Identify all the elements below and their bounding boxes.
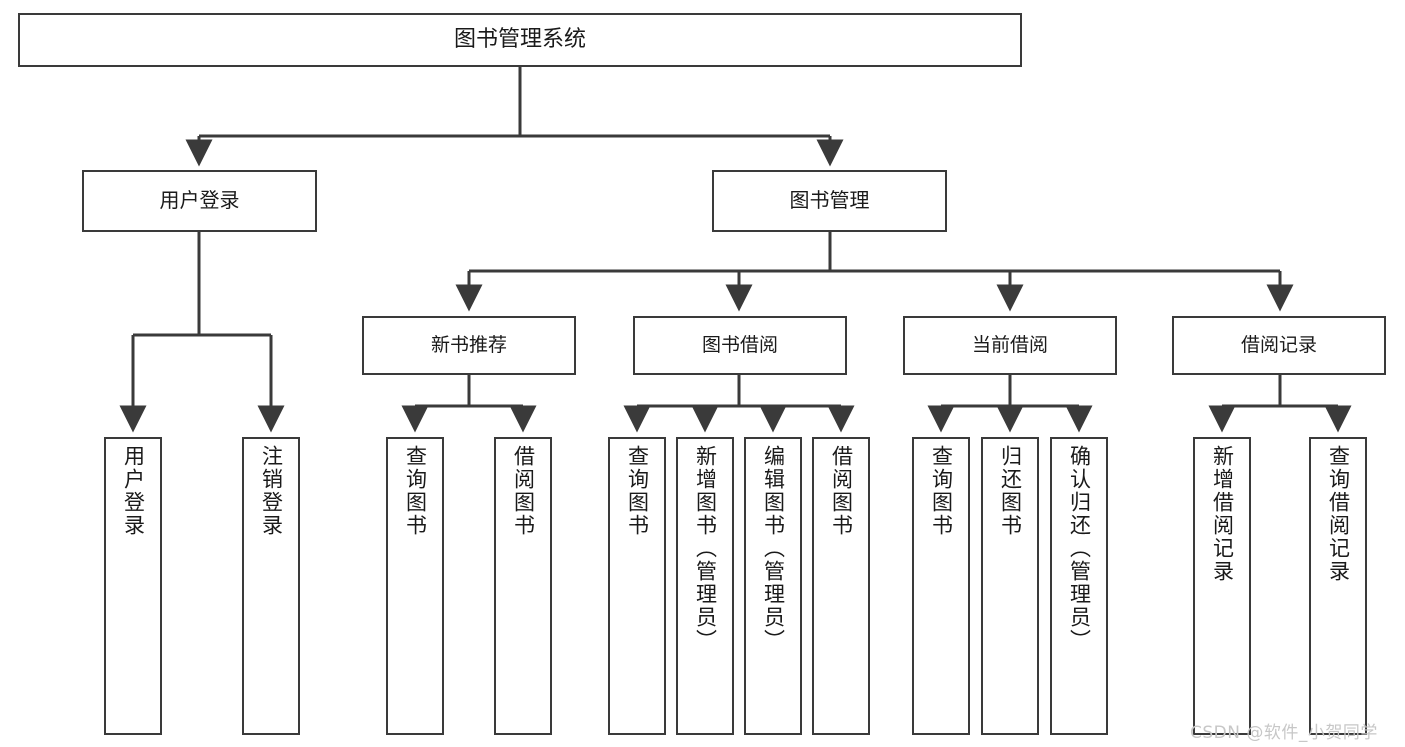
node-label: 新增图书（管理员） bbox=[693, 445, 718, 652]
node-label: 新书推荐 bbox=[430, 334, 507, 357]
node-label: 注销登录 bbox=[259, 445, 284, 537]
node-label: 查询图书 bbox=[403, 445, 428, 537]
node-book-borrow[interactable]: 图书借阅 bbox=[633, 316, 847, 375]
leaf-query-book-recommend[interactable]: 查询图书 bbox=[386, 437, 444, 735]
csdn-watermark: CSDN @软件_小贺同学 bbox=[1190, 718, 1378, 743]
node-label: 确认归还（管理员） bbox=[1067, 445, 1092, 652]
leaf-query-borrow-record[interactable]: 查询借阅记录 bbox=[1309, 437, 1367, 735]
node-label: 查询图书 bbox=[625, 445, 650, 537]
node-label: 当前借阅 bbox=[971, 334, 1048, 357]
node-label: 新增借阅记录 bbox=[1210, 445, 1235, 583]
leaf-return-book[interactable]: 归还图书 bbox=[981, 437, 1039, 735]
node-label: 图书管理系统 bbox=[453, 27, 586, 53]
node-label: 编辑图书（管理员） bbox=[761, 445, 786, 652]
node-label: 用户登录 bbox=[121, 445, 146, 537]
leaf-logout[interactable]: 注销登录 bbox=[242, 437, 300, 735]
node-label: 查询图书 bbox=[929, 445, 954, 537]
leaf-confirm-return-admin[interactable]: 确认归还（管理员） bbox=[1050, 437, 1108, 735]
node-label: 借阅记录 bbox=[1240, 334, 1317, 357]
node-book-management[interactable]: 图书管理 bbox=[712, 170, 947, 232]
node-label: 归还图书 bbox=[998, 445, 1023, 537]
node-label: 查询借阅记录 bbox=[1326, 445, 1351, 583]
node-borrow-record[interactable]: 借阅记录 bbox=[1172, 316, 1386, 375]
leaf-borrow-book-recommend[interactable]: 借阅图书 bbox=[494, 437, 552, 735]
node-root-system[interactable]: 图书管理系统 bbox=[18, 13, 1022, 67]
leaf-add-borrow-record[interactable]: 新增借阅记录 bbox=[1193, 437, 1251, 735]
leaf-add-book-admin[interactable]: 新增图书（管理员） bbox=[676, 437, 734, 735]
watermark-text: CSDN @软件_小贺同学 bbox=[1190, 723, 1378, 743]
leaf-query-book-borrow[interactable]: 查询图书 bbox=[608, 437, 666, 735]
leaf-edit-book-admin[interactable]: 编辑图书（管理员） bbox=[744, 437, 802, 735]
node-label: 图书管理 bbox=[789, 188, 870, 213]
node-user-login[interactable]: 用户登录 bbox=[82, 170, 317, 232]
node-label: 用户登录 bbox=[159, 188, 240, 213]
leaf-user-login[interactable]: 用户登录 bbox=[104, 437, 162, 735]
leaf-query-book-current[interactable]: 查询图书 bbox=[912, 437, 970, 735]
leaf-borrow-book[interactable]: 借阅图书 bbox=[812, 437, 870, 735]
node-label: 图书借阅 bbox=[701, 334, 778, 357]
node-new-book-recommend[interactable]: 新书推荐 bbox=[362, 316, 576, 375]
node-label: 借阅图书 bbox=[511, 445, 536, 537]
node-current-borrow[interactable]: 当前借阅 bbox=[903, 316, 1117, 375]
node-label: 借阅图书 bbox=[829, 445, 854, 537]
